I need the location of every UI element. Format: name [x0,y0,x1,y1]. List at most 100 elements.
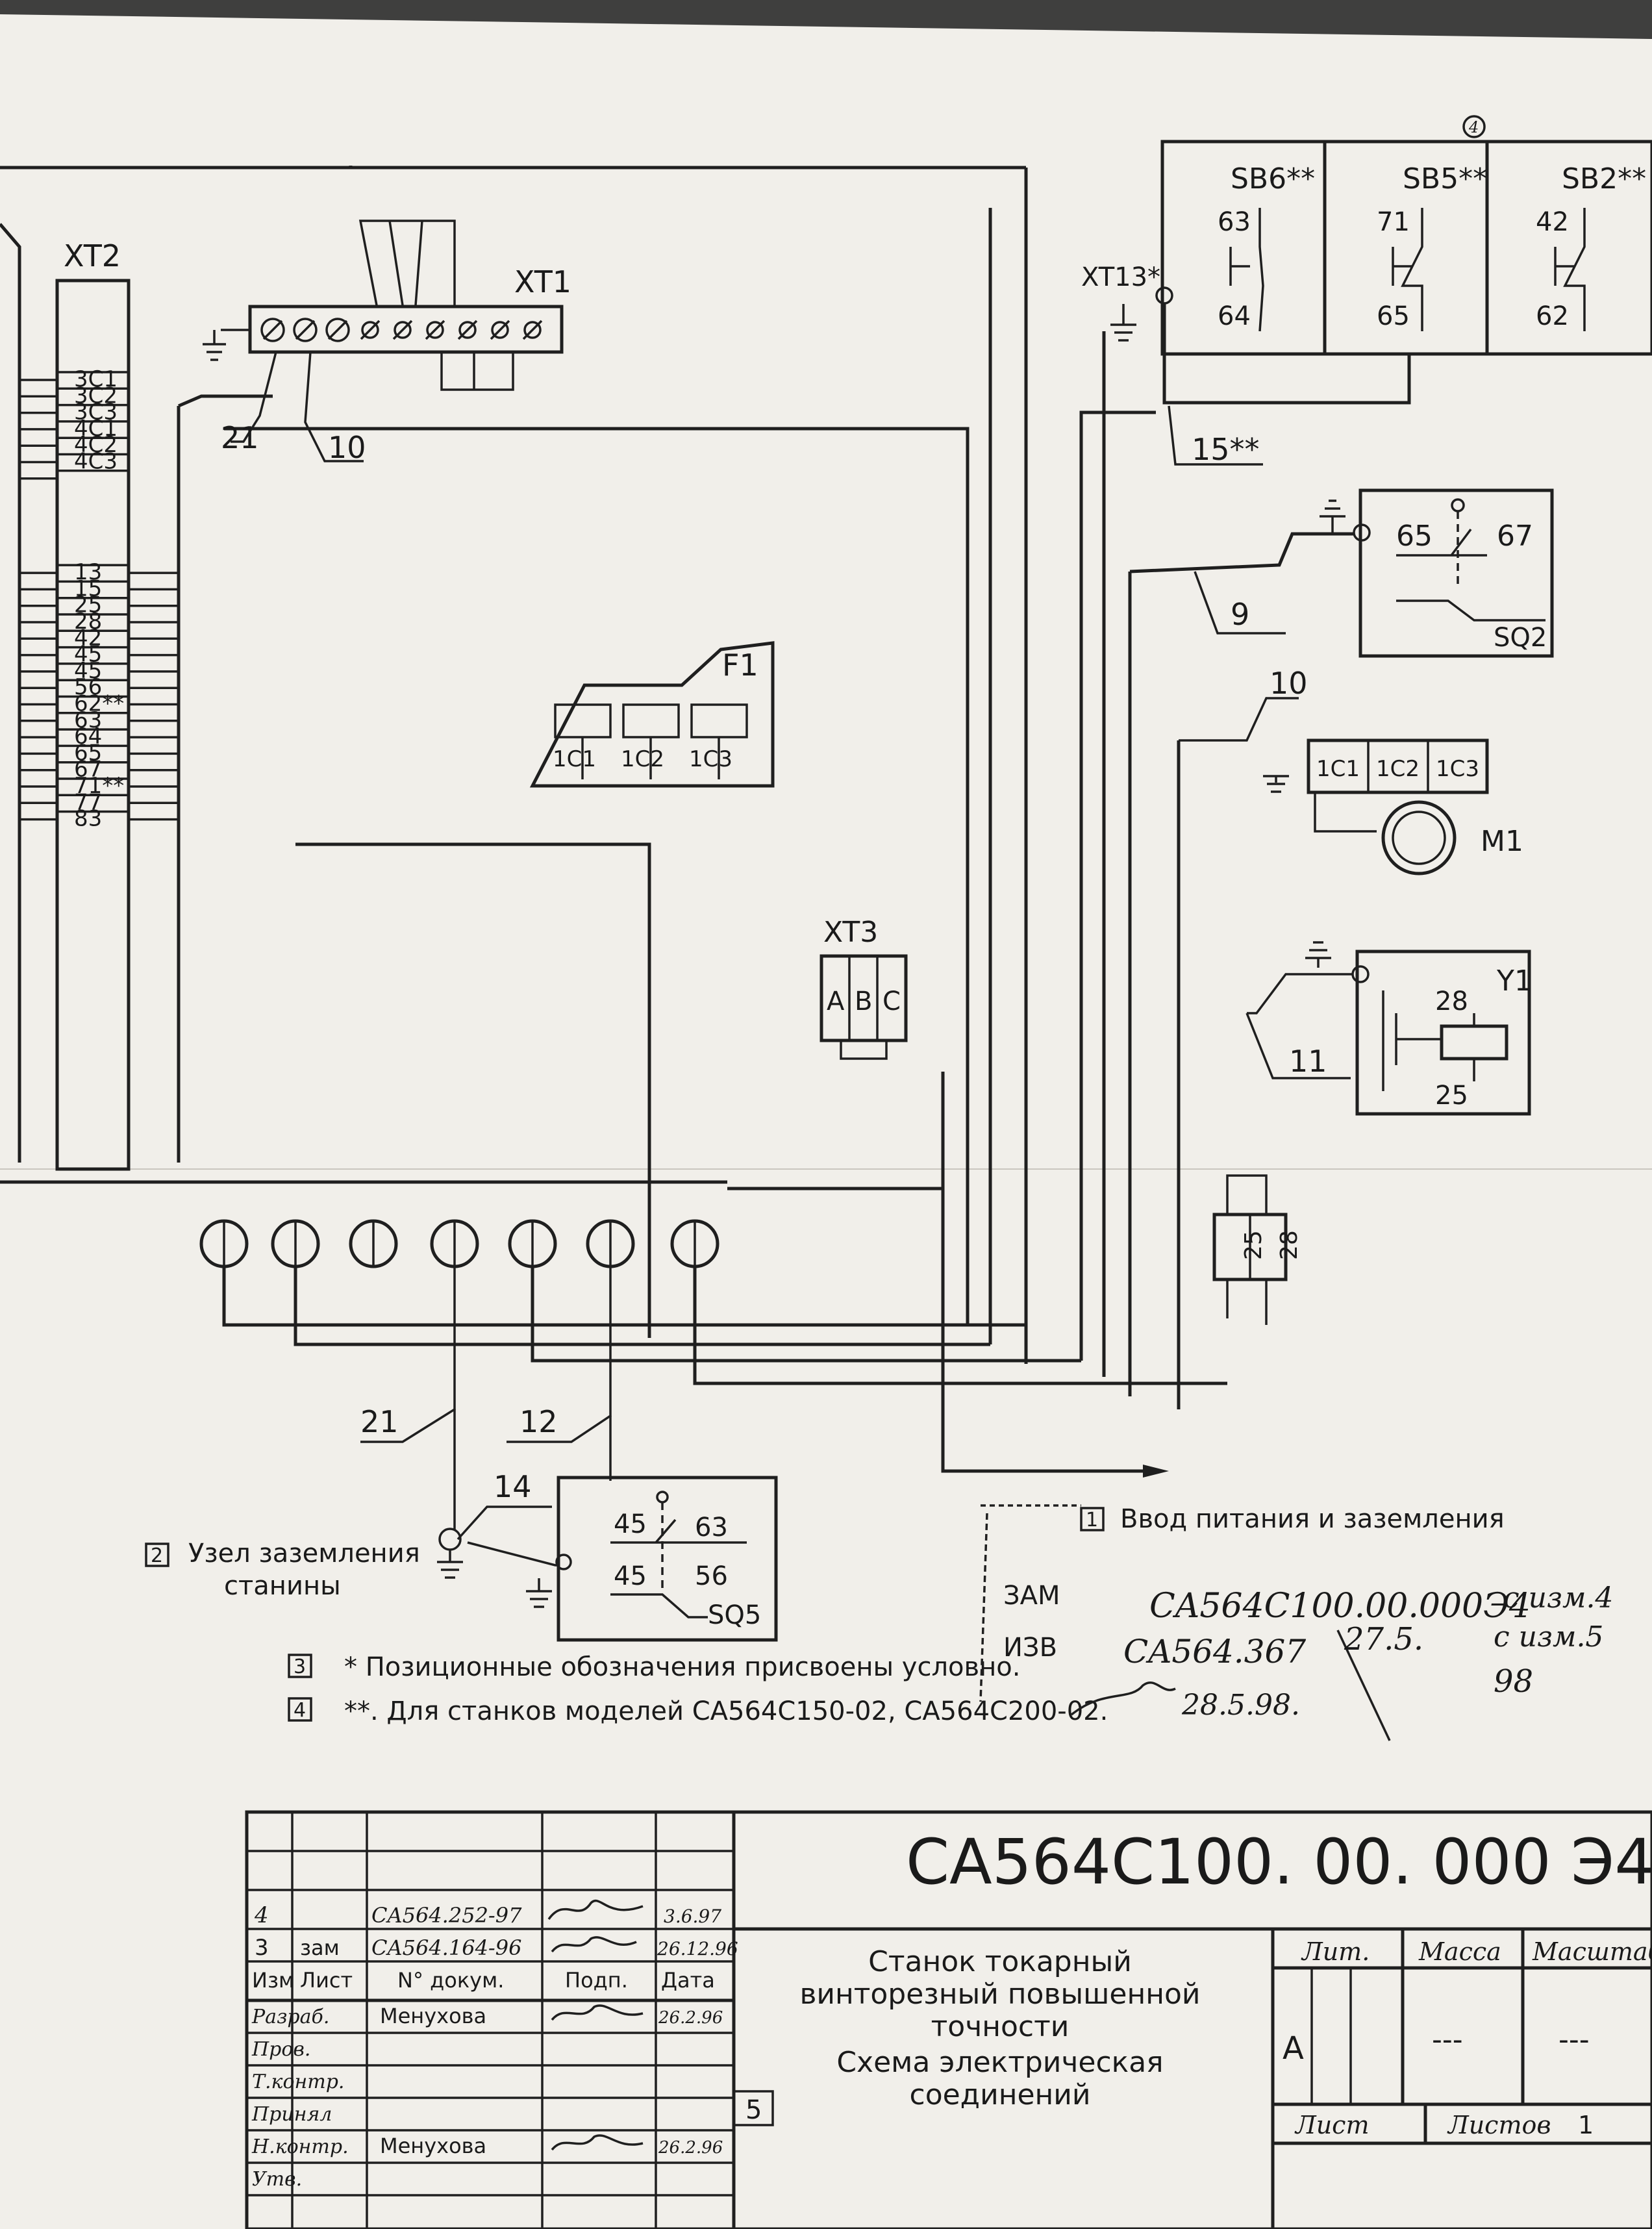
role-3: Принял [251,2103,332,2126]
sq5-terminal-63: 63 [695,1513,728,1543]
sb6-bottom-terminal: 64 [1218,301,1251,331]
sb6-label: SB6** [1231,162,1315,195]
bottom-wiring: 21 12 [222,1189,1227,1530]
xt1-terminal [457,320,478,340]
stamp-zam: ЗАМ [1003,1581,1060,1611]
wire-15-label: 15** [1192,432,1260,467]
designation: CA564C100. 00. 000 Э4 [906,1826,1652,1898]
xt1-terminal [293,318,318,342]
note-4-text: **. Для станков моделей CA564C150-02, CA… [344,1696,1108,1726]
note-2-line2: станины [224,1571,341,1601]
xt1-terminal [522,320,543,340]
sheet-label: Лист [1294,2111,1370,2139]
rev-row-4-num: 4 [254,1902,269,1928]
rev-row-3-num: 3 [255,1935,269,1961]
note-2-line1: Узел заземления [188,1539,420,1568]
mass-value: --- [1432,2023,1463,2056]
note-4-number: 4 [294,1699,306,1722]
hand-notice-number: CA564.367 [1123,1633,1306,1670]
role-date-0: 26.2.96 [658,2008,723,2028]
header-sign: Подп. [565,1968,628,1993]
sb5-pushbutton-symbol [1392,208,1423,331]
revision-annotation: ЗАМ ИЗВ CA564C100.00.000Э4 с изм.4 с изм… [979,1513,1613,1741]
wire-12-bottom-label: 12 [519,1404,558,1439]
sq5-terminal-56: 56 [695,1561,728,1591]
xt1-terminal [392,320,413,340]
name-line-4: Схема электрическая [836,2046,1163,2079]
sheets-label: Листов [1447,2111,1551,2139]
scale-value: --- [1558,2023,1590,2056]
header-doc: N° докум. [397,1968,504,1993]
role-1: Пров. [251,2038,310,2061]
wire-10-motor-label: 10 [1270,666,1308,701]
sb6-pushbutton-symbol [1229,208,1264,332]
f1-label: F1 [722,648,758,683]
wire-9-label: 9 [1231,597,1249,632]
switch-panel-sb: XT13* 4 SB6** SB5** SB2** 63 64 71 65 42… [1081,115,1652,467]
xt1-terminal [425,320,445,340]
note-1-number: 1 [1086,1509,1098,1531]
sq5-terminal-45a: 45 [614,1509,647,1539]
note-4-circle-mark: 4 [1468,118,1479,136]
wire-21-label: 21 [221,420,259,455]
role-0: Разраб. [251,2006,329,2028]
sq2-right-terminal: 67 [1497,520,1533,553]
lit-label: Лит. [1301,1937,1370,1966]
sb5-top-terminal: 71 [1377,207,1410,237]
sb5-label: SB5** [1403,162,1487,195]
header-izm: Изм [252,1968,294,1993]
hand-change-5: с изм.5 [1494,1620,1603,1654]
xt3-cell-2: C [882,987,901,1016]
name-line-3: точности [931,2010,1070,2043]
role-name-0: Менухова [380,2004,486,2028]
xt2-label: XT2 [64,238,121,273]
rev-row-4-doc: CA564.252-97 [371,1903,522,1928]
solenoid-y1: 11 Y1 28 25 [1245,941,1533,1116]
revision-rows: 4 CA564.252-97 3.6.97 3 зам CA564.164-96… [252,1899,738,1993]
title-block: CA564C100. 00. 000 Э4 Станок токарный ви… [245,1810,1652,2229]
harness-lines [0,166,1181,1409]
wire-21-bottom-label: 21 [360,1404,399,1439]
f1-cell-1: 1C2 [621,746,664,772]
m1-label: M1 [1481,825,1523,858]
sb5-bottom-terminal: 65 [1377,301,1410,331]
note-1-text: Ввод питания и заземления [1120,1504,1505,1534]
xt2-terminal-strip: XT2 3C13C23C34C14C24C3131525284245455662… [0,223,179,1171]
wire-10-label: 10 [328,430,366,465]
note-3-text: * Позиционные обозначения присвоены усло… [344,1652,1020,1682]
sq5-terminal-45b: 45 [614,1561,647,1591]
format-cell: 5 [745,2095,762,2125]
header-list: Лист [300,1968,353,1993]
sb6-top-terminal: 63 [1218,207,1251,237]
note-2-number: 2 [151,1544,163,1567]
hand-date: 27.5. [1344,1621,1423,1657]
f1-cell-0: 1C1 [553,746,596,772]
hand-designation: CA564C100.00.000Э4 [1149,1587,1531,1626]
f1-cell-2: 1C3 [689,746,732,772]
name-line-5: соединений [910,2078,1091,2111]
pair-terminal-25: 25 [1240,1230,1267,1260]
xt3-cell-1: B [855,987,872,1016]
name-line-1: Станок токарный [868,1945,1132,1978]
role-4: Н.контр. [251,2135,349,2158]
sq2-label: SQ2 [1494,623,1547,653]
xt1-terminal [360,320,381,340]
sq2-limit-switch: 65 67 SQ2 9 [1129,488,1554,658]
rev-row-3-date: 26.12.96 [657,1938,738,1959]
m1-cell-1: 1C2 [1376,756,1420,782]
rev-row-3-doc: CA564.164-96 [371,1935,521,1960]
xt1-label: XT1 [514,264,571,299]
xt1-terminal [260,318,285,342]
rev-row-4-date: 3.6.97 [664,1906,721,1927]
rev-row-3-change: зам [300,1935,340,1960]
role-5: Утв. [252,2168,302,2191]
hand-change-4: с изм.4 [1503,1581,1613,1615]
connector-pair-25-28: 25 28 [1212,1174,1303,1325]
sq5-label: SQ5 [708,1600,761,1630]
sb2-top-terminal: 42 [1536,207,1569,237]
scale-label: Масштаб [1532,1937,1652,1966]
sq2-left-terminal: 65 [1396,520,1433,553]
